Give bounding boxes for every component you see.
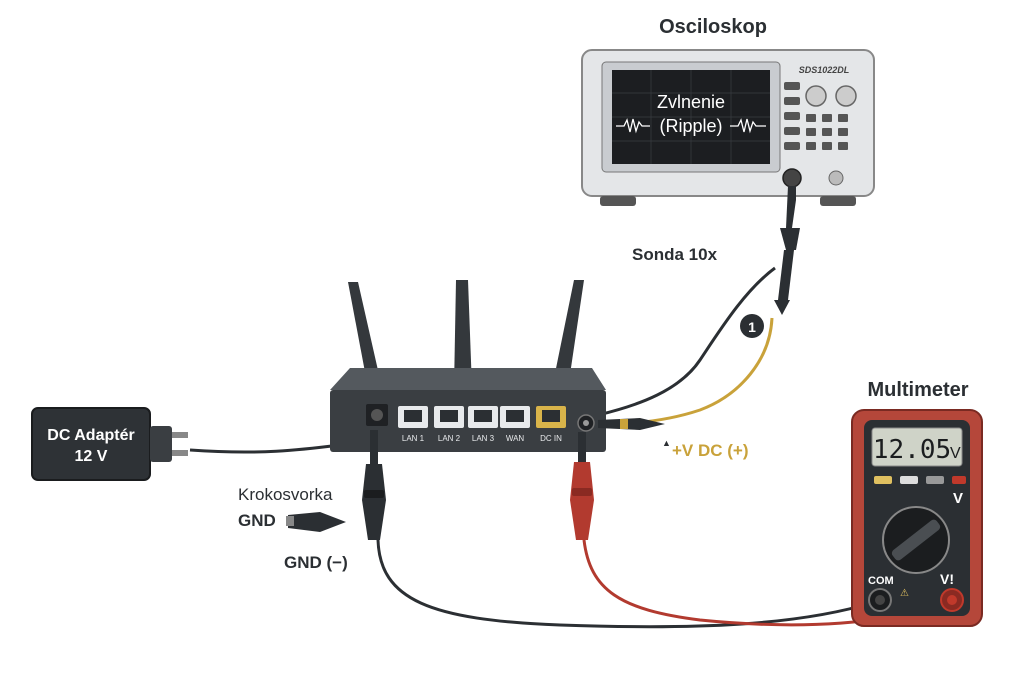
bnc-input [782,168,802,188]
callout-marker-number: 1 [748,319,756,335]
port-label-wan: WAN [506,434,525,443]
mm-button-red [952,476,966,484]
oscilloscope: Zvlnenie (Ripple) SDS1022DL [581,49,875,206]
warning-icon: ⚠ [900,588,909,599]
mm-button-gray [926,476,944,484]
dc-in-port [536,406,566,428]
gnd-label: GND (−) [284,553,348,572]
gnd-side-clip [286,512,346,532]
dc-adapter: DC Adaptér 12 V [31,407,188,481]
lan2-port [434,406,464,428]
multimeter-title: Multimeter [867,379,968,401]
oscilloscope-title: Osciloskop [659,16,767,38]
scope-probe [774,186,800,315]
black-test-lead [376,539,876,629]
keypad [806,114,848,150]
positive-red-clip [570,432,594,540]
com-label: COM [868,575,894,587]
port-label-lan2: LAN 2 [438,434,461,443]
knob-right-icon [835,85,857,107]
wan-port [500,406,530,428]
power-knob-icon [828,170,844,186]
positive-arrow-icon: ▲ [662,438,671,448]
probe-tip [598,418,665,430]
positive-voltage-label: +V DC (+) [672,441,749,460]
ripple-waveform [616,118,766,134]
dial-v-label: V [953,490,963,507]
knob-left-icon [805,85,827,107]
callout-marker [740,314,764,338]
screen-text-line1: Zvlnenie [657,92,725,112]
multimeter-display [871,427,963,467]
router: LAN 1 LAN 2 LAN 3 WAN DC IN [330,280,606,452]
lan1-port [398,406,428,428]
menu-buttons [784,82,800,150]
probe-ground-cable [597,266,776,417]
mm-button-yellow [874,476,892,484]
screen-text-line2: (Ripple) [659,116,722,136]
oscilloscope-model: SDS1022DL [799,65,850,75]
adapter-label-line2: 12 V [75,448,108,465]
clip-label-line2: GND [238,511,276,530]
mm-button-white [900,476,918,484]
port-label-dc-in: DC IN [540,434,562,443]
multimeter: 12.05 V V COM V! ⚠ [851,409,983,627]
port-label-lan3: LAN 3 [472,434,495,443]
clip-label-line1: Krokosvorka [238,485,333,504]
port-label-lan1: LAN 1 [402,434,425,443]
probe-label: Sonda 10x [632,245,718,264]
multimeter-reading: 12.05 [873,435,951,465]
multimeter-unit: V [950,445,961,462]
vj-label: V! [940,571,954,587]
gnd-alligator-clip [362,430,386,540]
adapter-label-line1: DC Adaptér [47,427,134,444]
antenna-middle [454,280,472,388]
antenna-left [348,282,382,388]
lan3-port [468,406,498,428]
antenna-right [552,280,584,388]
